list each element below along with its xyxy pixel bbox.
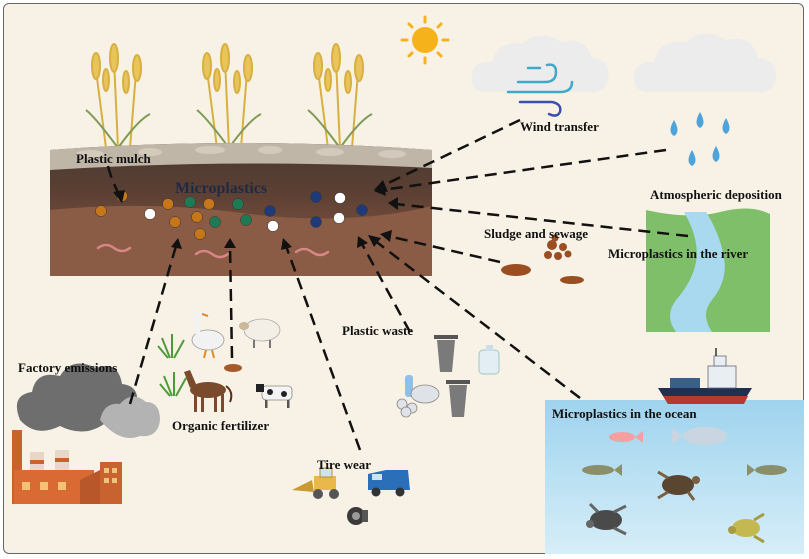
- label-microplastics-river: Microplastics in the river: [608, 246, 749, 261]
- label-atmospheric-deposition: Atmospheric deposition: [650, 187, 782, 202]
- turtle-icon: [586, 470, 765, 544]
- river-icon: [646, 208, 770, 332]
- cow-icon: [256, 384, 293, 408]
- van-icon: [368, 470, 410, 497]
- arrow-tire: [284, 245, 362, 451]
- rain-drop-icon: [670, 112, 730, 166]
- wind-icon: [506, 63, 574, 117]
- arrow-plastic-waste: [360, 243, 412, 333]
- manure-pile: [224, 364, 242, 372]
- arrow-head-tire: [281, 238, 292, 250]
- arrow-head-atmospheric: [374, 184, 386, 196]
- cloud-icon: [633, 33, 777, 93]
- arrow-wind: [381, 118, 521, 188]
- arrow-head-factory: [171, 238, 182, 249]
- arrow-head-plastic-waste: [357, 236, 368, 248]
- sludge-icon: [501, 234, 584, 284]
- fish-icon: [582, 427, 787, 476]
- trash-bin-icon: [434, 335, 470, 417]
- horse-icon: [184, 370, 233, 412]
- plastic-waste-pile: [396, 384, 440, 418]
- arrow-heads: [113, 180, 398, 250]
- label-organic-fertilizer: Organic fertilizer: [172, 418, 270, 433]
- label-plastic-mulch: Plastic mulch: [76, 151, 151, 166]
- arrow-head-river: [388, 197, 398, 210]
- earthworm-icon: [96, 243, 330, 259]
- ship-icon: [658, 348, 752, 404]
- arrow-head-sludge: [380, 230, 392, 242]
- sheep-icon: [239, 318, 281, 348]
- label-factory-emissions: Factory emissions: [18, 360, 118, 375]
- arrow-head-plastic-mulch: [113, 190, 125, 203]
- label-wind-transfer: Wind transfer: [520, 119, 599, 134]
- pathway-arrows: [106, 118, 689, 451]
- arrow-ocean: [373, 239, 581, 399]
- smoke-icon: [16, 363, 160, 438]
- label-sludge-and-sewage: Sludge and sewage: [484, 226, 589, 241]
- goose-icon: [191, 311, 225, 359]
- arrow-sludge: [387, 234, 501, 264]
- bulldozer-icon: [292, 467, 339, 499]
- arrow-factory: [128, 245, 178, 405]
- label-microplastics: Microplastics: [175, 180, 268, 197]
- grass-icon: [157, 334, 187, 397]
- wheat-icon: [85, 43, 373, 149]
- label-microplastics-ocean: Microplastics in the ocean: [552, 406, 697, 421]
- arrow-head-fertilizer: [224, 238, 236, 248]
- arrow-head-ocean: [368, 235, 381, 247]
- sun-icon: [400, 15, 450, 65]
- tire-icon: [347, 507, 368, 525]
- label-tire-wear: Tire wear: [317, 457, 372, 472]
- cloud-icon: [471, 35, 609, 93]
- arrow-atmospheric: [381, 148, 667, 192]
- soil-block: [50, 143, 432, 276]
- factory-icon: [12, 430, 122, 504]
- arrow-river: [395, 202, 689, 238]
- bottle-icon: [405, 345, 500, 397]
- label-plastic-waste: Plastic waste: [342, 323, 414, 338]
